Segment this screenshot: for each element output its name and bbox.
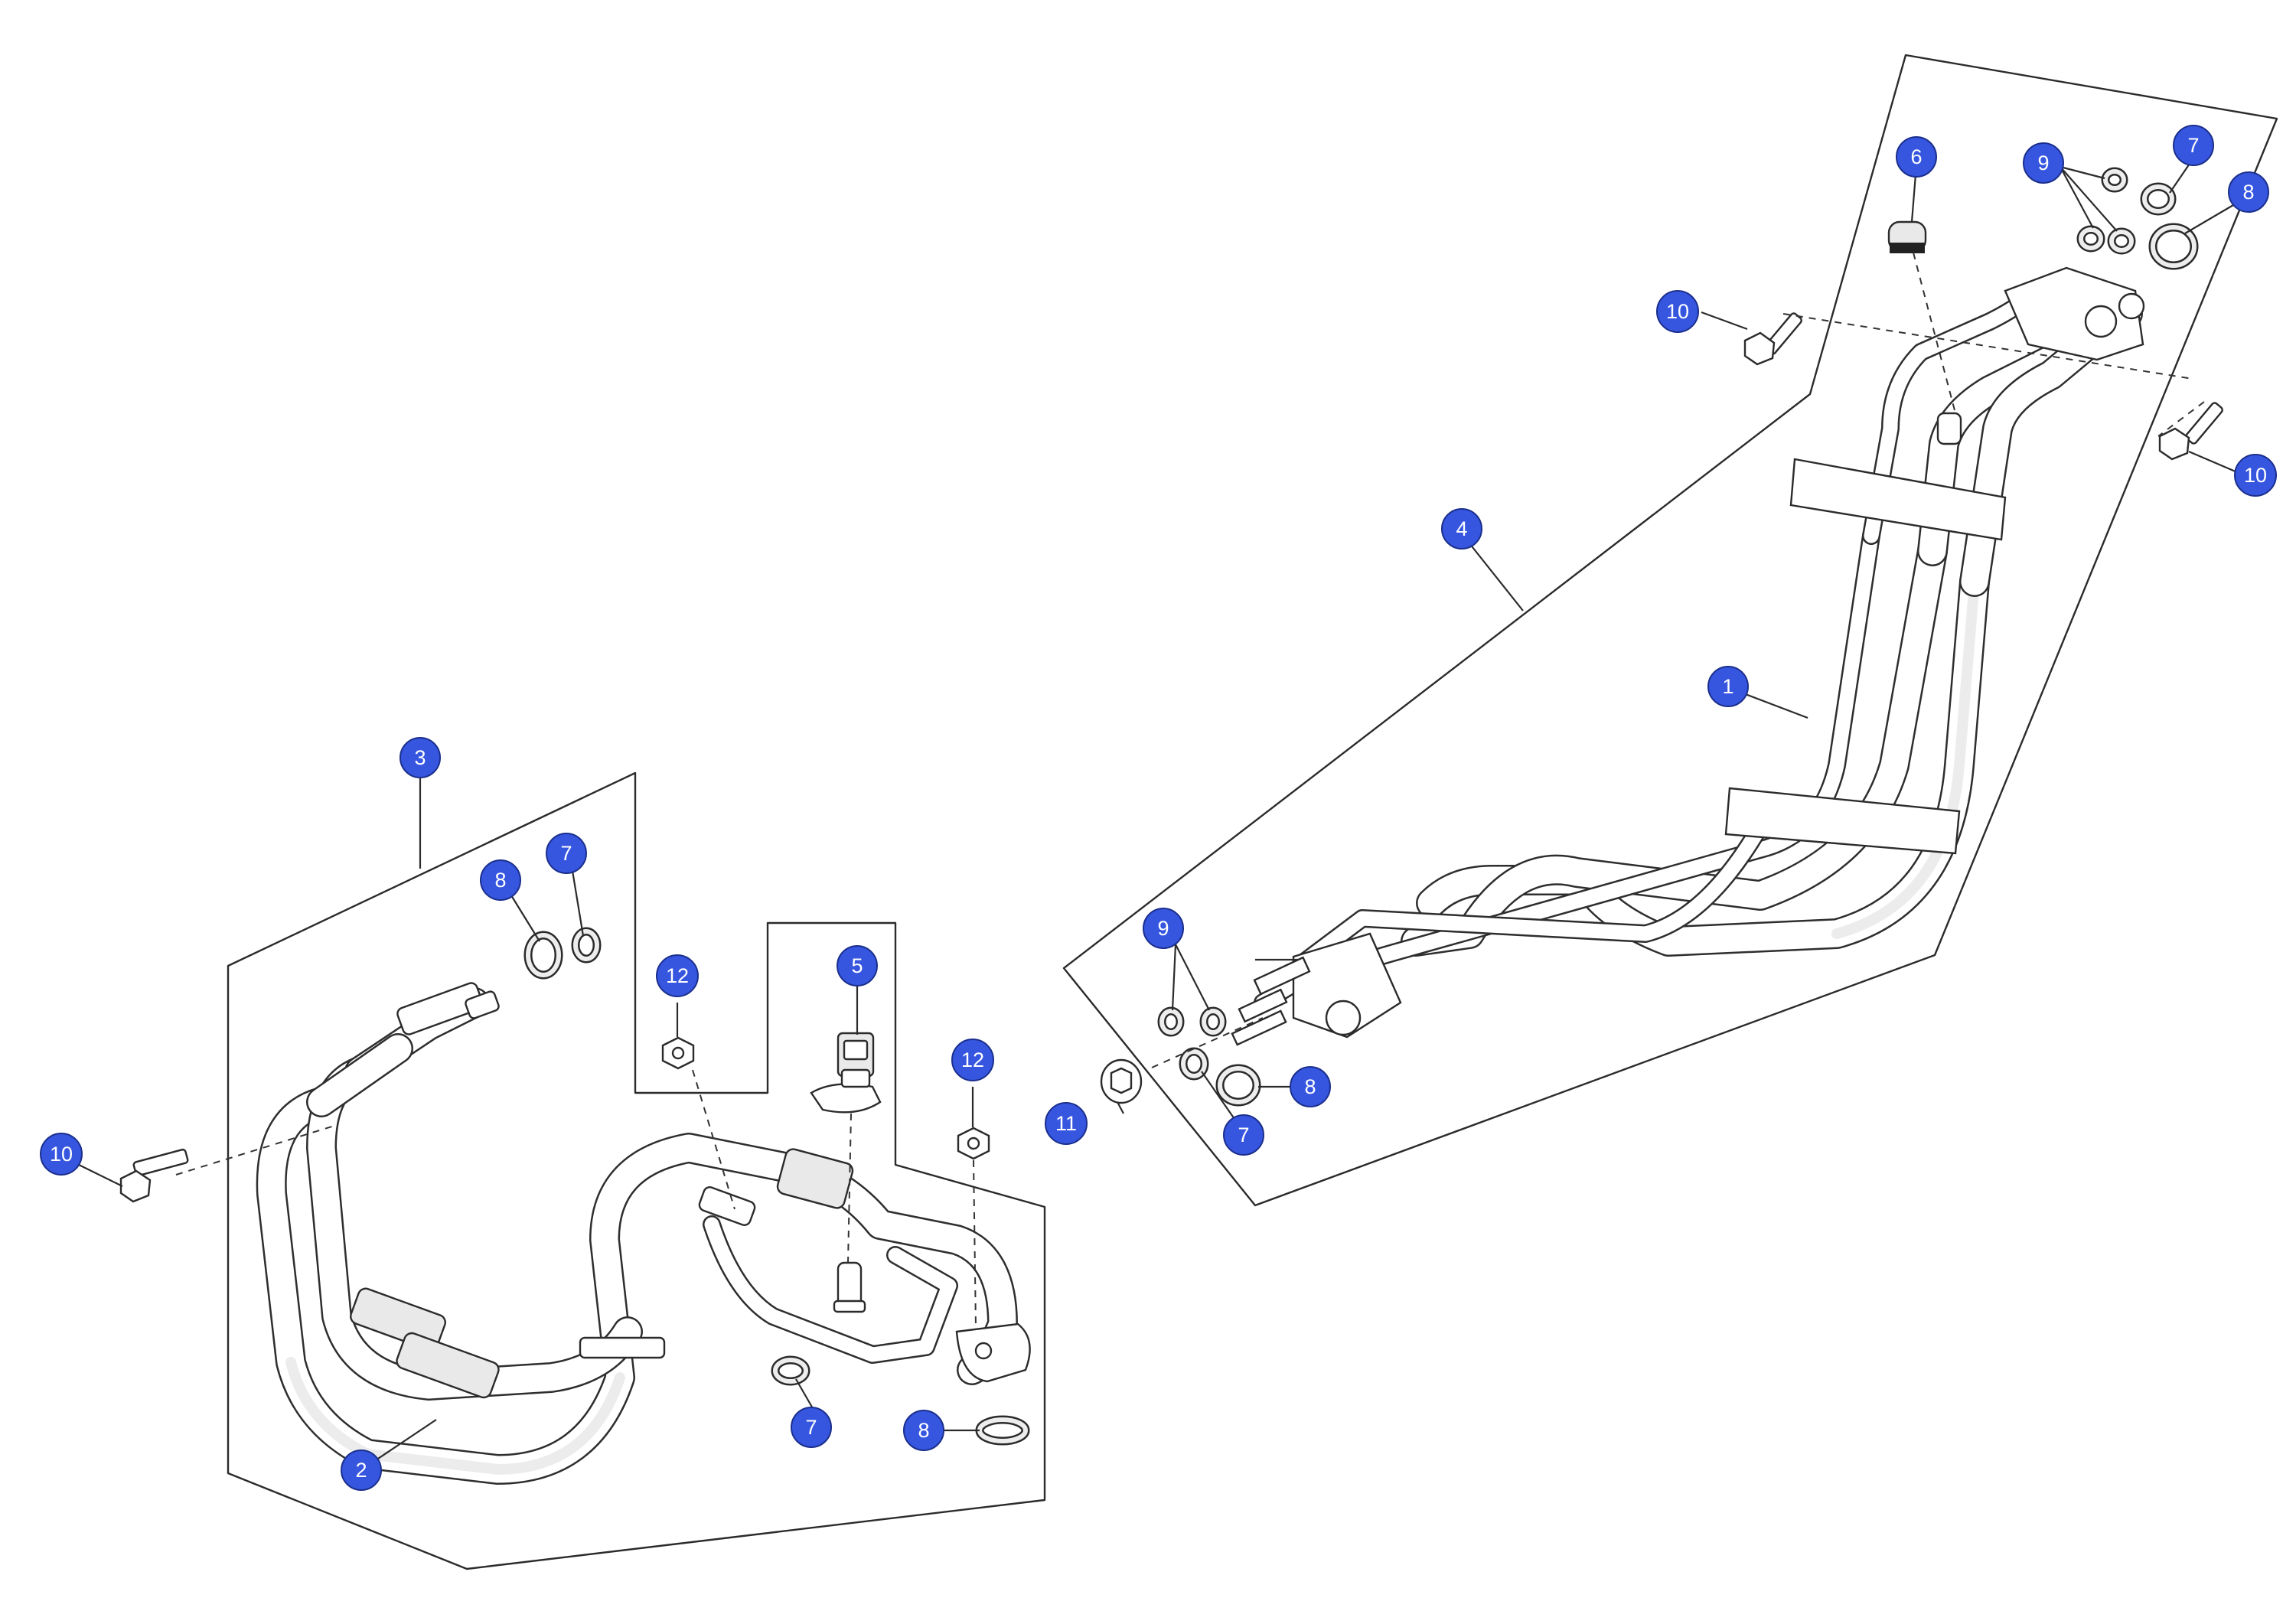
svg-text:6: 6 bbox=[1910, 145, 1922, 168]
svg-text:8: 8 bbox=[494, 869, 506, 892]
svg-text:9: 9 bbox=[2037, 152, 2049, 174]
svg-text:10: 10 bbox=[1666, 300, 1689, 323]
svg-text:10: 10 bbox=[50, 1143, 73, 1166]
svg-text:10: 10 bbox=[2244, 464, 2267, 487]
callout-8-lower-left: 8 bbox=[480, 859, 521, 901]
upper-clamp bbox=[1789, 458, 2007, 541]
svg-text:3: 3 bbox=[414, 746, 426, 769]
callout-11-nut: 11 bbox=[1045, 1102, 1088, 1145]
callout-8-upper-right: 8 bbox=[2228, 171, 2269, 213]
insulation-sleeve bbox=[350, 1287, 446, 1352]
callout-6-cap: 6 bbox=[1896, 136, 1937, 178]
lower-connector-block bbox=[1292, 932, 1402, 1039]
svg-text:8: 8 bbox=[918, 1419, 929, 1442]
callout-10-right: 10 bbox=[2234, 454, 2277, 497]
callout-9-upper: 9 bbox=[2023, 142, 2064, 184]
bolt-10-top bbox=[1743, 312, 1802, 366]
bolt-10-right bbox=[2158, 402, 2223, 461]
callout-12-left: 12 bbox=[656, 954, 699, 997]
svg-text:12: 12 bbox=[961, 1048, 984, 1071]
lower-kit-outline bbox=[227, 771, 1046, 1570]
callout-7-lower-left: 7 bbox=[546, 833, 587, 874]
callout-10-top: 10 bbox=[1656, 290, 1699, 333]
svg-text:8: 8 bbox=[1304, 1075, 1316, 1098]
upper-kit-outline bbox=[1062, 54, 2278, 1207]
callout-12-right: 12 bbox=[951, 1039, 994, 1081]
callout-8-center: 8 bbox=[1290, 1066, 1331, 1107]
nut-11 bbox=[1100, 1058, 1143, 1104]
svg-text:7: 7 bbox=[805, 1416, 817, 1439]
callout-8-lower-right: 8 bbox=[903, 1410, 944, 1451]
bolt-10-left bbox=[119, 1148, 189, 1203]
svg-text:11: 11 bbox=[1055, 1112, 1077, 1135]
o-rings-lower bbox=[523, 927, 1030, 1446]
callout-3-lower-kit: 3 bbox=[400, 737, 441, 778]
svg-text:9: 9 bbox=[1157, 917, 1169, 940]
leader-lines bbox=[78, 158, 2243, 1470]
svg-text:12: 12 bbox=[666, 964, 689, 987]
svg-text:7: 7 bbox=[1238, 1123, 1249, 1146]
callout-4-upper-kit: 4 bbox=[1441, 508, 1482, 549]
callout-7-center: 7 bbox=[1223, 1114, 1264, 1156]
lower-tube-assembly bbox=[256, 982, 1031, 1485]
o-rings-center bbox=[1157, 1006, 1261, 1107]
callout-7-upper-right: 7 bbox=[2173, 125, 2214, 166]
callout-10-left: 10 bbox=[40, 1133, 83, 1176]
lower-end-block bbox=[955, 1322, 1031, 1383]
callout-5-pressure-switch: 5 bbox=[837, 945, 878, 986]
upper-tube-assembly bbox=[1231, 266, 2145, 1046]
svg-text:7: 7 bbox=[2187, 134, 2199, 157]
svg-text:4: 4 bbox=[1456, 517, 1467, 540]
middle-clamp bbox=[1724, 787, 1961, 855]
upper-connector-block bbox=[2004, 266, 2144, 361]
cap-part-6 bbox=[1887, 220, 1927, 253]
svg-text:1: 1 bbox=[1722, 675, 1733, 698]
svg-text:2: 2 bbox=[355, 1459, 367, 1482]
callout-2-lower-tube: 2 bbox=[341, 1450, 382, 1491]
svg-text:7: 7 bbox=[560, 842, 572, 865]
callout-9-center: 9 bbox=[1143, 908, 1184, 949]
svg-text:8: 8 bbox=[2242, 181, 2254, 204]
svg-text:5: 5 bbox=[851, 954, 863, 977]
callout-7-lower-center: 7 bbox=[791, 1407, 832, 1448]
pressure-switch-5 bbox=[810, 1032, 882, 1114]
lower-clamp bbox=[579, 1336, 666, 1359]
o-rings-upper-right bbox=[2076, 167, 2199, 270]
callout-1-main-tube: 1 bbox=[1707, 666, 1749, 707]
